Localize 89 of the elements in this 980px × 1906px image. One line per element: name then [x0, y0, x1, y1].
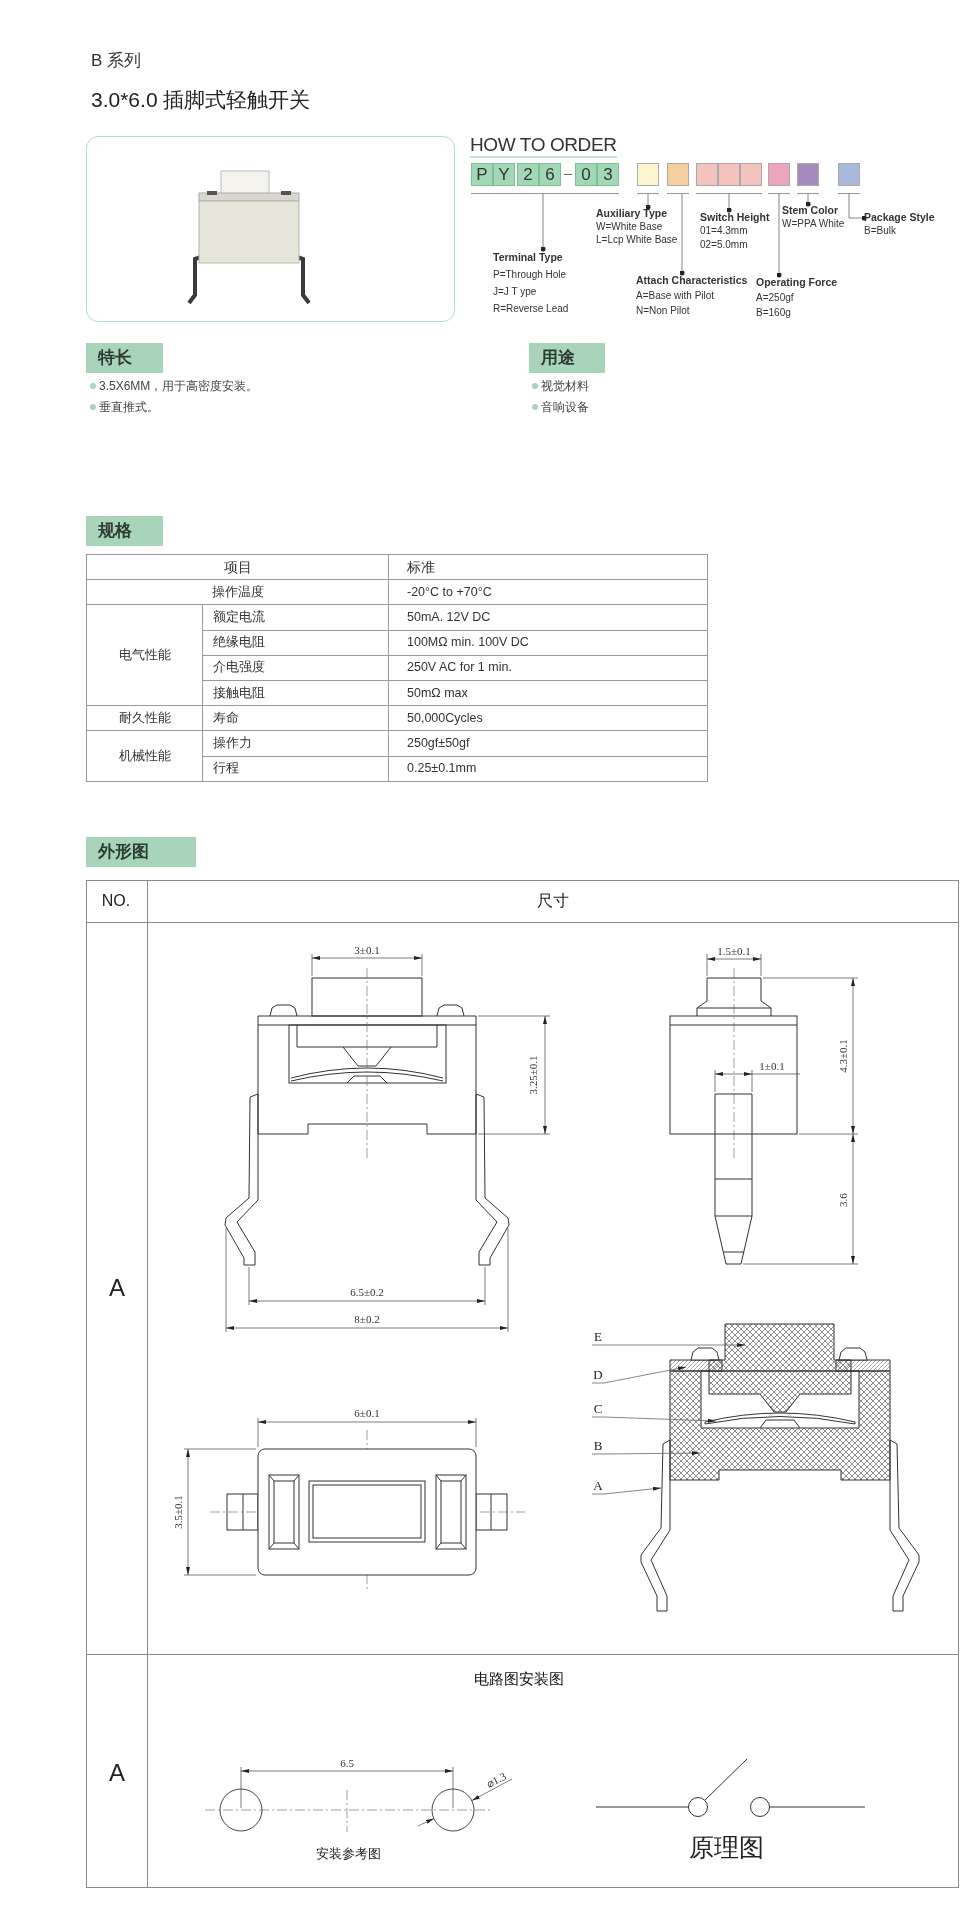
- series-label: B 系列: [91, 50, 142, 73]
- callout-letter: D: [592, 1367, 604, 1383]
- option-heading: Package Style: [864, 210, 935, 224]
- option-text: 01=4.3mm: [700, 224, 749, 238]
- table-cell: 操作温度: [87, 580, 389, 606]
- section-tag: 外形图: [86, 837, 196, 867]
- option-text: W=White Base: [596, 220, 664, 233]
- order-code-segment: [838, 163, 860, 194]
- order-code-group: [471, 163, 619, 194]
- code-character: P: [471, 163, 493, 186]
- code-character: Y: [493, 163, 515, 186]
- page-title: 3.0*6.0 插脚式轻触开关: [91, 87, 311, 113]
- section-heading: HOW TO ORDER: [470, 134, 617, 158]
- dimension-text: 8±0.2: [354, 1313, 380, 1325]
- option-heading: Attach Characteristics: [636, 273, 748, 288]
- callout-letter: B: [592, 1438, 604, 1454]
- option-text: P=Through Hole: [493, 268, 568, 282]
- code-character: 3: [597, 163, 619, 186]
- table-cell: 50,000Cycles: [389, 706, 708, 732]
- option-text: N=Non Pilot: [636, 304, 691, 318]
- table-cell: -20°C to +70°C: [389, 580, 708, 606]
- dimension-text: 6±0.1: [354, 1407, 380, 1419]
- callout-letter: C: [592, 1401, 604, 1417]
- option-text: B=Bulk: [864, 224, 897, 238]
- order-code-segment: [637, 163, 659, 194]
- dimension-text: 1.5±0.1: [717, 945, 751, 957]
- column-header: 尺寸: [537, 891, 569, 911]
- table-cell: 寿命: [203, 706, 389, 732]
- table-cell: 250V AC for 1 min.: [389, 655, 708, 681]
- dimension-text: 4.3±0.1: [837, 1039, 849, 1073]
- table-cell: 0.25±0.1mm: [389, 756, 708, 782]
- column-header: NO.: [101, 891, 131, 911]
- section-tag: 规格: [86, 516, 163, 546]
- dimension-text: 3.5±0.1: [172, 1495, 184, 1529]
- table-cell: 项目: [87, 555, 389, 581]
- diagram-caption: 安装参考图: [315, 1845, 381, 1864]
- dimension-text: 3.6: [837, 1193, 849, 1207]
- table-cell: 标准: [389, 555, 708, 581]
- section-tag: 用途: [529, 343, 605, 373]
- row-label: A: [109, 1273, 125, 1303]
- table-cell: 行程: [203, 756, 389, 782]
- order-code-segment: [768, 163, 790, 194]
- dimension-text: 1±0.1: [759, 1060, 785, 1072]
- dimension-text: 3.25±0.1: [527, 1055, 539, 1095]
- option-heading: Terminal Type: [493, 250, 564, 265]
- callout-letter: E: [592, 1329, 604, 1345]
- option-heading: Switch Height: [700, 210, 770, 224]
- option-heading: Auxiliary Type: [596, 207, 668, 220]
- table-cell: 250gf±50gf: [389, 731, 708, 757]
- table-cell: 100MΩ min. 100V DC: [389, 630, 708, 656]
- feature-text: 垂直推式。: [99, 399, 159, 416]
- table-cell: 接触电阻: [203, 680, 389, 707]
- option-text: B=160g: [756, 306, 792, 320]
- option-text: L=Lcp White Base: [596, 233, 678, 246]
- option-text: A=Base with Pilot: [636, 289, 716, 303]
- option-text: J=J T ype: [493, 285, 538, 299]
- table-cell: 额定电流: [203, 605, 389, 631]
- application-text: 视觉材料: [541, 378, 589, 395]
- application-text: 音响设备: [541, 399, 589, 416]
- option-heading: Stem Color: [782, 204, 839, 217]
- table-cell: 耐久性能: [87, 706, 203, 732]
- feature-text: 3.5X6MM，用于高密度安装。: [99, 378, 259, 395]
- callout-letter: A: [592, 1478, 604, 1494]
- option-text: 02=5.0mm: [700, 238, 749, 252]
- table-cell: 50mΩ max: [389, 680, 708, 707]
- option-heading: Operating Force: [756, 275, 838, 290]
- table-cell: 绝缘电阻: [203, 630, 389, 656]
- code-character: 0: [575, 163, 597, 186]
- diagram-caption: 原理图: [688, 1833, 764, 1864]
- order-code-segment: [696, 163, 762, 194]
- diagram-heading: 电路图安装图: [474, 1668, 564, 1689]
- option-text: W=PPA White: [782, 217, 845, 230]
- dimension-text: 6.5: [340, 1757, 354, 1769]
- table-cell: 电气性能: [87, 605, 203, 707]
- code-character: 6: [539, 163, 561, 186]
- table-cell: 操作力: [203, 731, 389, 757]
- dimension-text: 3±0.1: [354, 944, 380, 956]
- row-label: A: [109, 1758, 125, 1788]
- order-code-segment: [797, 163, 819, 194]
- table-cell: 50mA. 12V DC: [389, 605, 708, 631]
- section-tag: 特长: [86, 343, 163, 373]
- order-code-segment: [667, 163, 689, 194]
- option-text: R=Reverse Lead: [493, 302, 569, 316]
- table-cell: 机械性能: [87, 731, 203, 782]
- table-cell: 介电强度: [203, 655, 389, 681]
- dimension-text: 6.5±0.2: [350, 1286, 384, 1298]
- option-text: A=250gf: [756, 291, 795, 305]
- dimension-text: ⌀1.3: [484, 1769, 508, 1791]
- code-character: 2: [517, 163, 539, 186]
